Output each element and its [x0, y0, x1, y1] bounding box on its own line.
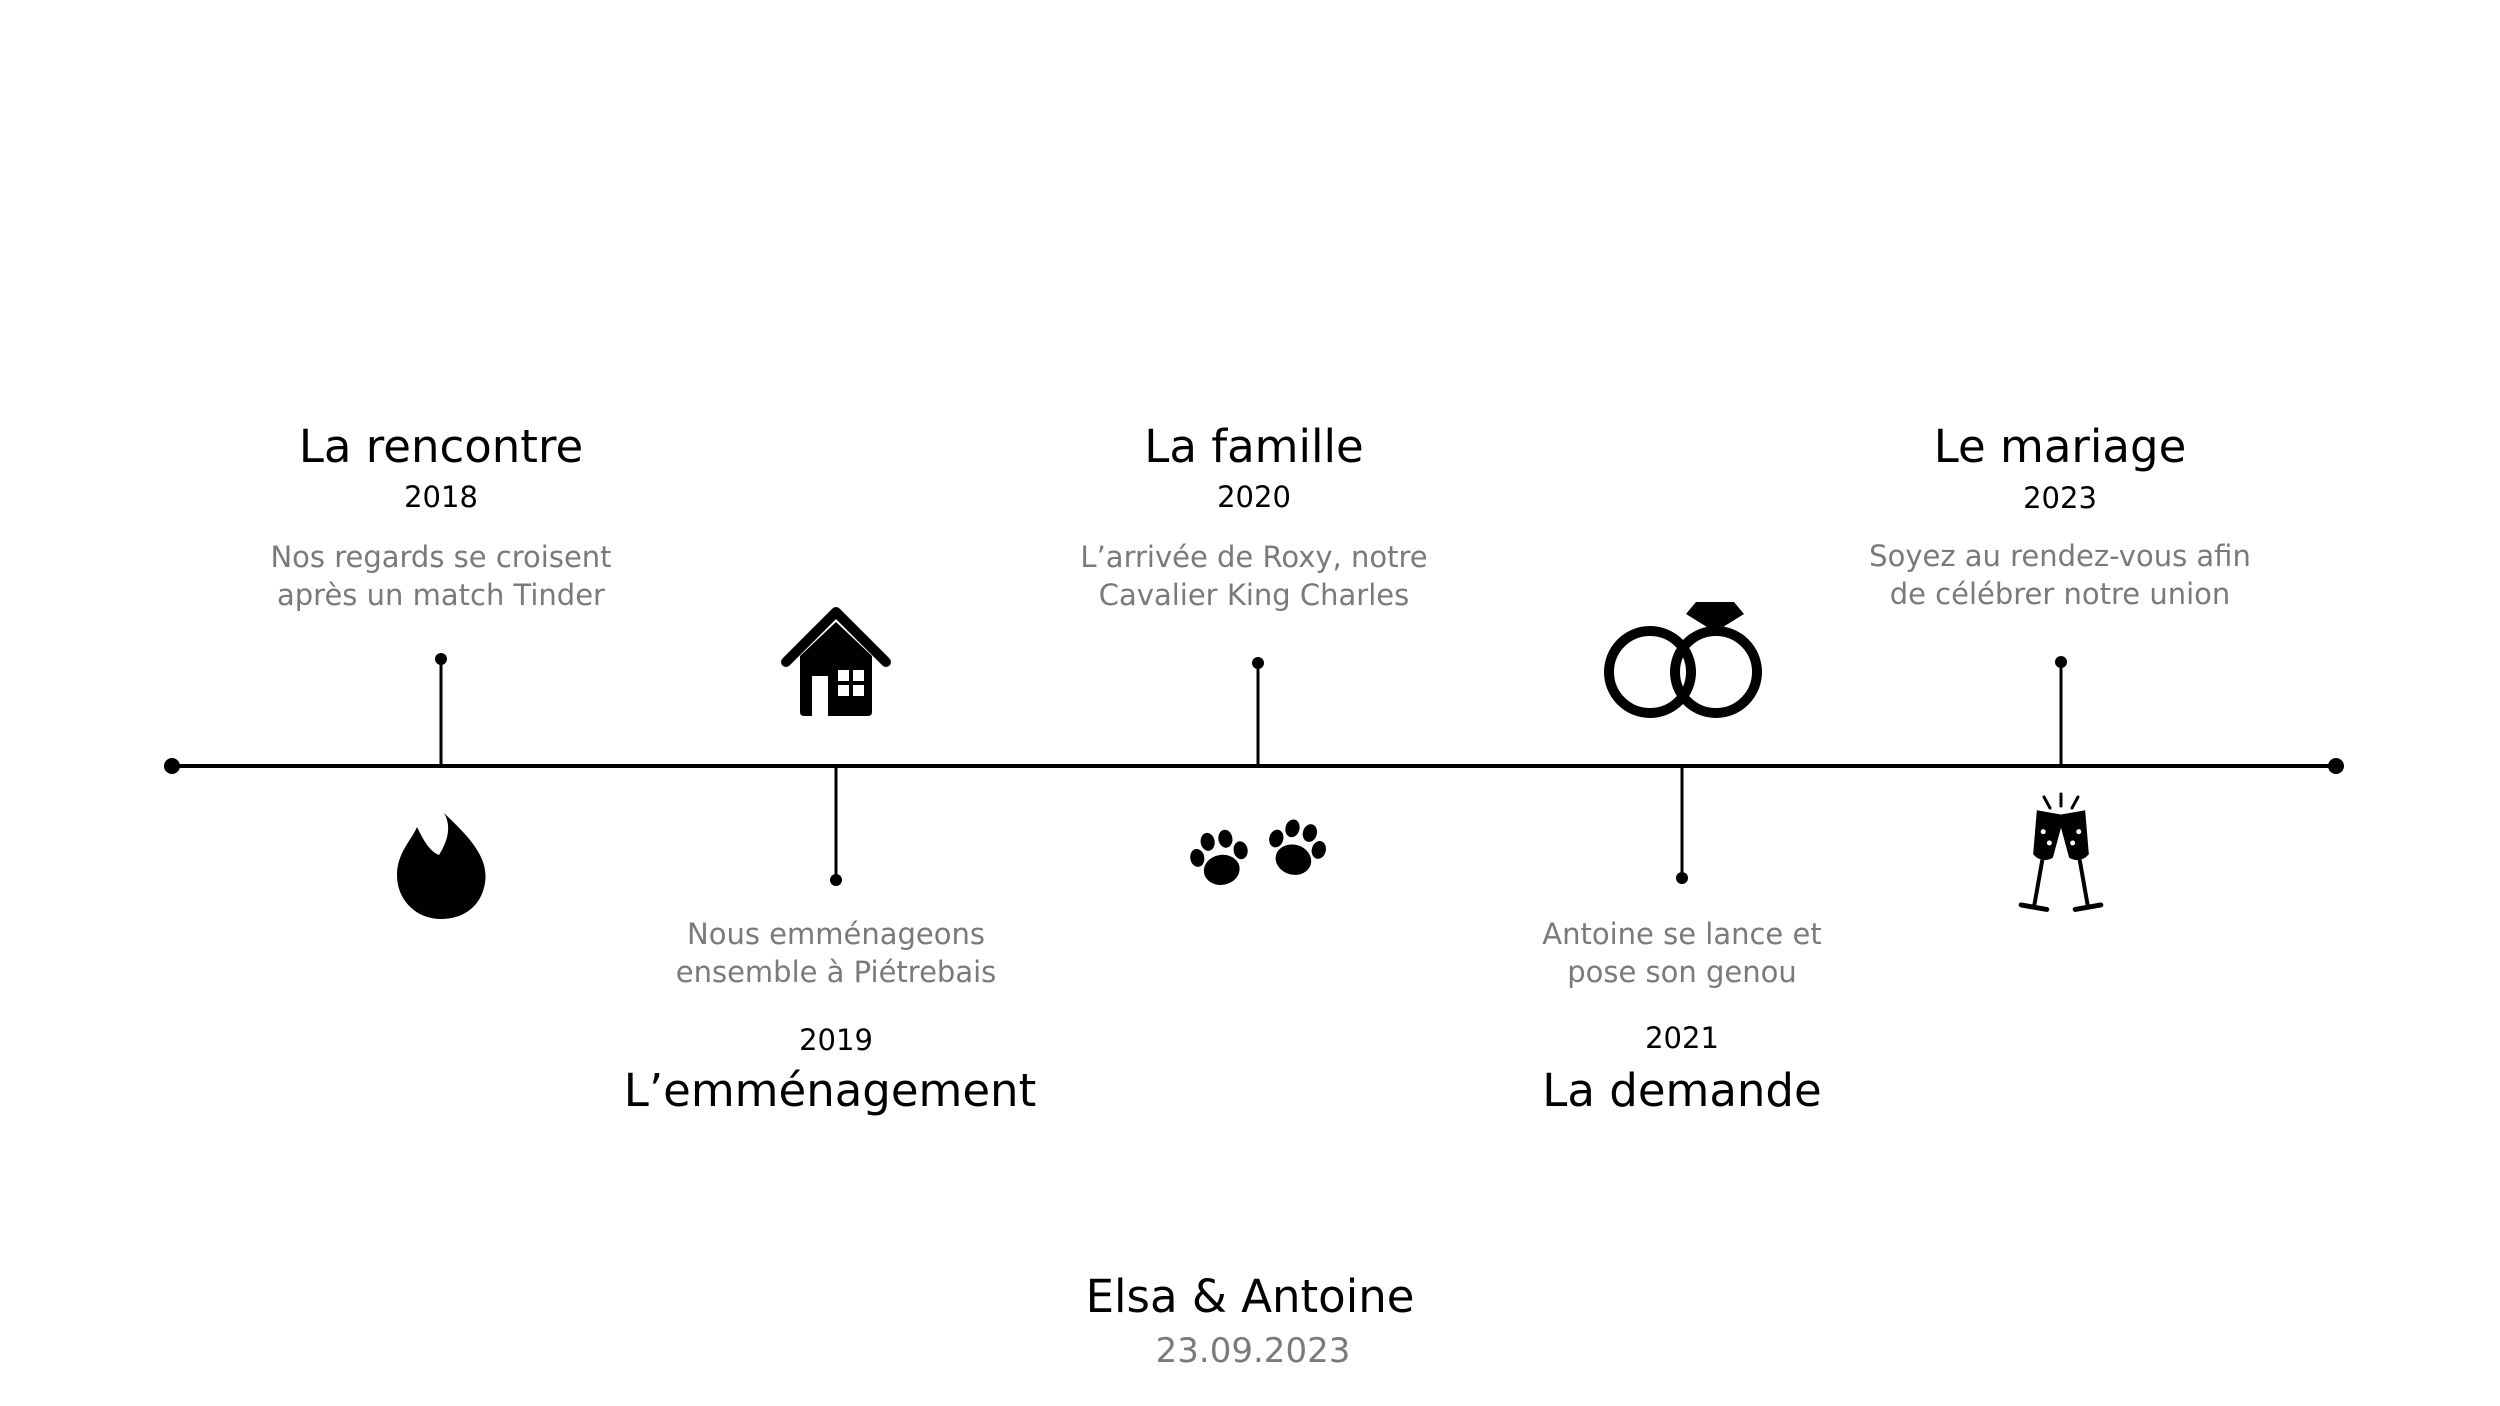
milestone-year-2021: 2021 — [1645, 1021, 1719, 1055]
champagne-glasses-icon — [2018, 792, 2104, 912]
flame-icon — [397, 813, 486, 919]
milestone-desc-2018: Nos regards se croisent après un match T… — [270, 538, 611, 614]
stem-2018 — [435, 653, 447, 766]
milestone-desc-line: de célébrer notre union — [1889, 577, 2231, 611]
milestone-desc-line: pose son genou — [1567, 955, 1797, 989]
milestone-desc-line: Cavalier King Charles — [1098, 578, 1410, 612]
milestone-title-2019: L’emménagement — [623, 1064, 1037, 1117]
milestone-year-2019: 2019 — [799, 1023, 873, 1057]
timeline-end-dot — [2328, 758, 2344, 774]
milestone-year-2020: 2020 — [1217, 480, 1291, 514]
house-icon — [781, 607, 891, 716]
paw-prints-icon — [1190, 819, 1326, 885]
rings-icon — [1604, 602, 1762, 718]
milestone-title-2021: La demande — [1542, 1064, 1822, 1117]
milestone-desc-2020: L’arrivée de Roxy, notre Cavalier King C… — [1080, 538, 1427, 614]
milestone-year-2018: 2018 — [404, 480, 478, 514]
footer-names: Elsa & Antoine — [1085, 1270, 1415, 1323]
milestone-desc-2021: Antoine se lance et pose son genou — [1542, 915, 1821, 991]
milestone-title-2018: La rencontre — [298, 420, 584, 473]
stem-2023 — [2055, 656, 2067, 766]
stem-2021 — [1676, 766, 1688, 884]
milestone-desc-line: ensemble à Piétrebais — [675, 955, 997, 989]
milestone-desc-line: Soyez au rendez-vous afin — [1869, 539, 2251, 573]
milestone-desc-line: Nos regards se croisent — [270, 540, 612, 574]
milestone-desc-line: après un match Tinder — [277, 578, 605, 612]
stem-2019 — [830, 766, 842, 886]
milestone-desc-2019: Nous emménageons ensemble à Piétrebais — [676, 915, 997, 991]
milestone-year-2023: 2023 — [2023, 481, 2097, 515]
milestone-title-2020: La famille — [1144, 420, 1364, 473]
milestone-title-2023: Le mariage — [1933, 420, 2187, 473]
milestone-desc-2023: Soyez au rendez-vous afin de célébrer no… — [1869, 537, 2251, 613]
milestone-desc-line: Nous emménageons — [687, 917, 985, 951]
milestone-desc-line: L’arrivée de Roxy, notre — [1080, 540, 1428, 574]
milestone-desc-line: Antoine se lance et — [1542, 917, 1822, 951]
timeline-start-dot — [164, 758, 180, 774]
stem-2020 — [1252, 657, 1264, 766]
footer-date: 23.09.2023 — [1155, 1331, 1351, 1371]
